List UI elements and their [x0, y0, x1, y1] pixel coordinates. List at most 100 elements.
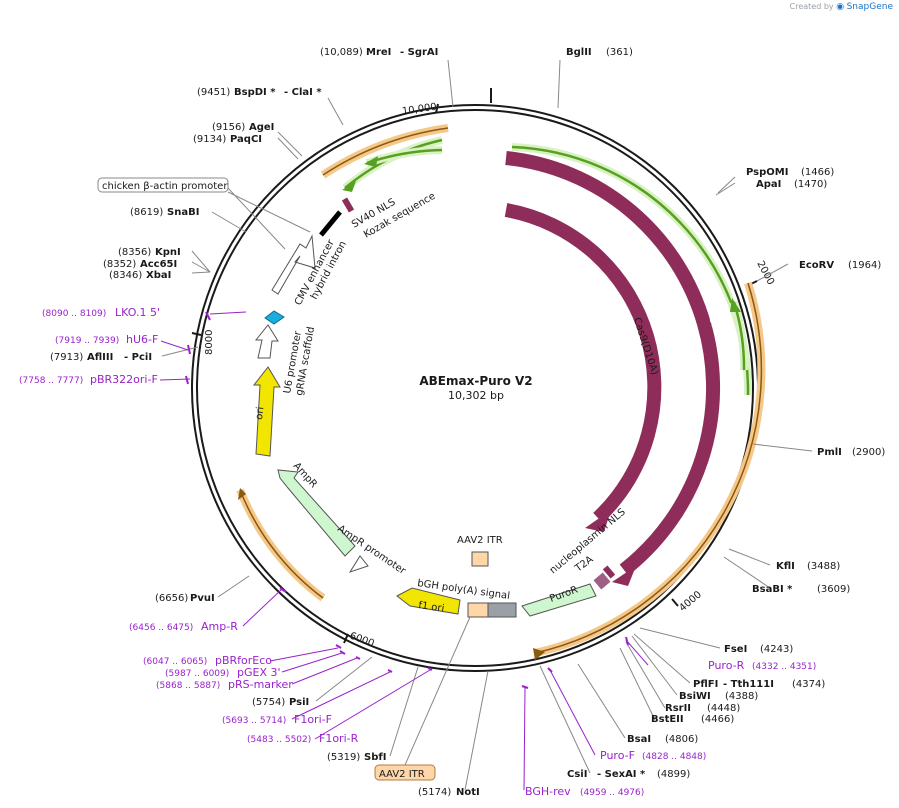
- primer-f1ori-f: (5693 .. 5714) F1ori-F: [222, 713, 332, 726]
- site-name: BstEII: [651, 714, 684, 725]
- site-agei: (9156) AgeI: [212, 122, 274, 133]
- tick-8000: [191, 332, 202, 336]
- site-name: SbfI: [364, 752, 386, 763]
- site-name: BspDI *: [234, 87, 276, 98]
- site-coord: (8352): [103, 259, 136, 270]
- site-pmli: PmlI (2900): [817, 447, 885, 458]
- site-rsrii: RsrII (4448): [665, 703, 740, 714]
- brand-name: SnapGene: [846, 2, 893, 12]
- cas9-d10a-arc: Cas9(D10A): [504, 203, 662, 532]
- plasmid-name: ABEmax-Puro V2: [419, 374, 532, 388]
- tick-4000: [671, 598, 679, 607]
- site-bglii: BglII (361): [566, 47, 633, 58]
- primer-labels: (8090 .. 8109) LKO.1 5' (7919 .. 7939) h…: [19, 306, 816, 798]
- site-name: XbaI: [146, 270, 171, 281]
- site-coord: (9134): [193, 134, 226, 145]
- tick-6000: [343, 633, 349, 644]
- site-name-2: - Tth111I: [723, 679, 774, 690]
- site-apai: ApaI (1470): [756, 179, 827, 190]
- primer-ampr: (6456 .. 6475) Amp-R: [129, 620, 238, 633]
- primer-name: Puro-R: [708, 659, 745, 672]
- aav2-itr-mark: [467, 602, 489, 618]
- site-name: EcoRV: [799, 260, 834, 271]
- bgh-mark: [487, 602, 517, 618]
- site-mrei: (10,089) MreI - SgrAI: [320, 47, 438, 58]
- site-name: BglII: [566, 47, 592, 58]
- primer-puro-r: Puro-R (4332 .. 4351): [708, 659, 816, 672]
- site-name: AgeI: [249, 122, 274, 133]
- puror-arrow: [521, 583, 597, 617]
- primer-lines: [159, 311, 649, 791]
- site-kfli: KflI (3488): [776, 561, 840, 572]
- site-coord: (5754): [252, 697, 285, 708]
- site-snabi: (8619) SnaBI: [130, 207, 199, 218]
- site-sbfi: (5319) SbfI: [327, 752, 386, 763]
- chicken-actin-leader: [227, 191, 311, 233]
- ori-label: ori: [254, 406, 266, 420]
- snapgene-credit: Created by ◉ SnapGene: [790, 2, 893, 12]
- primer-lko1: (8090 .. 8109) LKO.1 5': [42, 306, 160, 319]
- tick-label-2000: 2000: [754, 259, 776, 287]
- cmv-arrow: [271, 234, 316, 295]
- site-bsiwi: BsiWI (4388): [679, 691, 758, 702]
- primer-name: pGEX 3': [237, 666, 281, 679]
- site-name: PsiI: [289, 697, 309, 708]
- site-coord: (5319): [327, 752, 360, 763]
- primer-coord: (8090 .. 8109): [42, 309, 106, 319]
- primer-coord: (7919 .. 7939): [55, 336, 119, 346]
- site-name: BsiWI: [679, 691, 711, 702]
- site-name: KflI: [776, 561, 795, 572]
- site-name: KpnI: [155, 247, 181, 258]
- primer-bgh-rev: BGH-rev (4959 .. 4976): [525, 785, 644, 798]
- plasmid-length: 10,302 bp: [448, 389, 504, 402]
- primer-ticks: [185, 311, 629, 689]
- site-coord: (8356): [118, 247, 151, 258]
- site-name: ApaI: [756, 179, 781, 190]
- aav2-itr-leader: [404, 616, 471, 766]
- ampr-promoter-arrow: [348, 555, 369, 573]
- site-name: FseI: [724, 644, 747, 655]
- site-bspdi: (9451) BspDI * - ClaI *: [197, 87, 322, 98]
- site-pflfi: PflFI - Tth111I (4374): [693, 679, 825, 690]
- site-bsai: BsaI (4806): [627, 734, 698, 745]
- tick-10000: [435, 103, 439, 114]
- u6-arrow: [254, 324, 279, 359]
- primer-hu6f: (7919 .. 7939) hU6-F: [55, 333, 158, 346]
- backbone-ticks: [191, 88, 758, 644]
- primer-name: LKO.1 5': [115, 306, 160, 319]
- site-bsabi: BsaBI * (3609): [752, 584, 850, 595]
- site-name-2: - PciI: [124, 352, 152, 363]
- site-ecorv: EcoRV (1964): [799, 260, 881, 271]
- tick-label-8000: 8000: [204, 330, 215, 355]
- black-mark: [319, 210, 342, 237]
- site-coord: (4806): [665, 734, 698, 745]
- site-name: PspOMI: [746, 167, 788, 178]
- site-name: BsaBI *: [752, 584, 793, 595]
- site-paqci: (9134) PaqCI: [193, 134, 262, 145]
- primer-pgex3: (5987 .. 6009) pGEX 3': [165, 666, 281, 679]
- aav2-itr-box: AAV2 ITR: [374, 764, 436, 781]
- site-coord: (6656): [155, 593, 188, 604]
- site-coord: (4448): [707, 703, 740, 714]
- primer-pbrforeco: (6047 .. 6065) pBRforEco: [143, 654, 272, 667]
- site-afliii: (7913) AflIII - PciI: [50, 352, 152, 363]
- primer-name: Puro-F: [600, 749, 635, 762]
- primer-name: pBRforEco: [215, 654, 272, 667]
- cas9-arc: Cas9: [505, 151, 725, 586]
- primer-coord: (6456 .. 6475): [129, 623, 193, 633]
- site-coord: (1466): [801, 167, 834, 178]
- site-pspomi: PspOMI (1466): [746, 167, 834, 178]
- site-name: MreI: [366, 47, 391, 58]
- site-name: BsaI: [627, 734, 651, 745]
- brand-logo-icon: ◉: [836, 2, 845, 12]
- cyan-marker: [264, 310, 285, 325]
- site-coord: (8346): [109, 270, 142, 281]
- site-coord: (3488): [807, 561, 840, 572]
- site-coord: (2900): [852, 447, 885, 458]
- primer-name: pRS-marker: [228, 678, 293, 691]
- primer-puro-f: Puro-F (4828 .. 4848): [600, 749, 706, 762]
- orange-highlight-arcs: [236, 124, 766, 660]
- site-name: Acc65I: [140, 259, 177, 270]
- ori-arrow: [252, 366, 281, 457]
- site-bsteii: BstEII (4466): [651, 714, 734, 725]
